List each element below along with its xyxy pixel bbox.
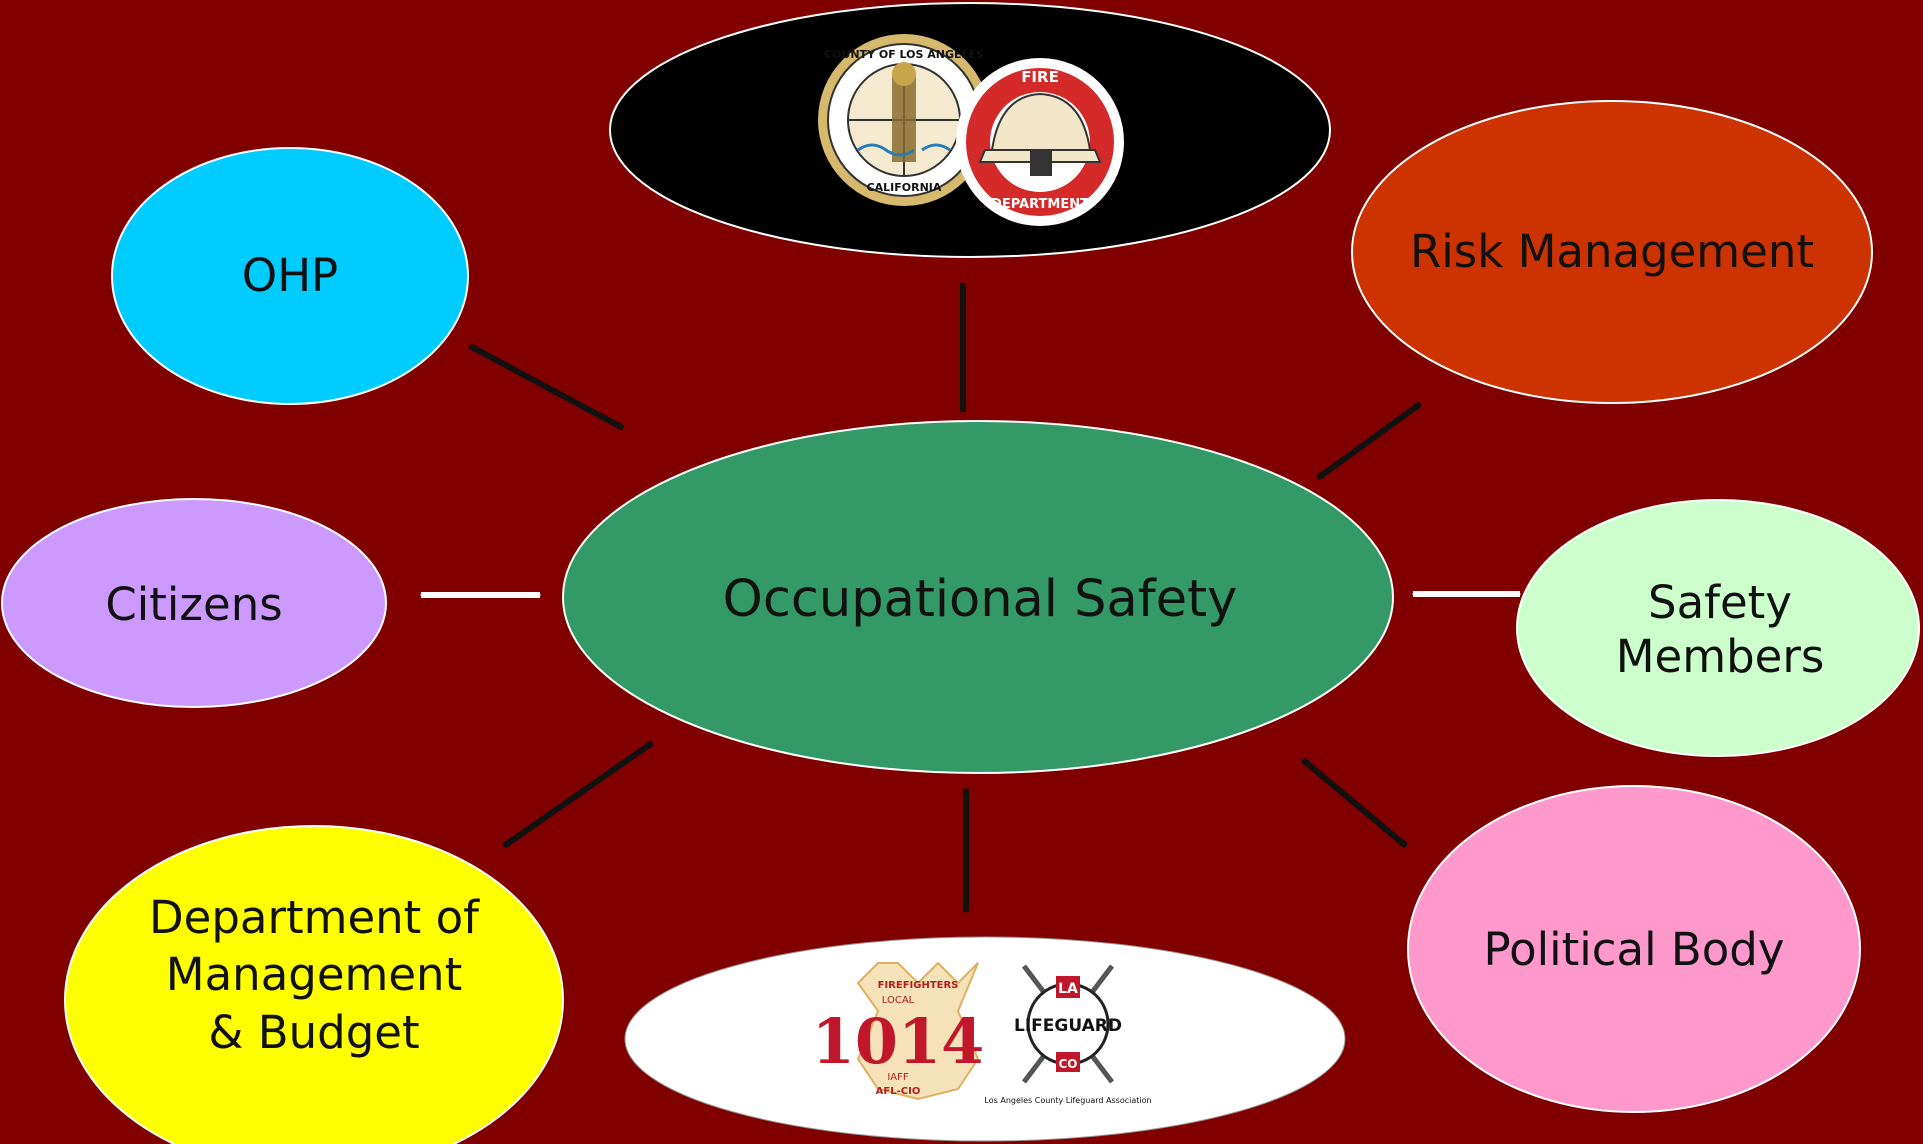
arrow-risk — [1316, 401, 1422, 481]
lifeguard-assoc-text: Los Angeles County Lifeguard Association — [984, 1096, 1151, 1105]
lifeguard-co-text: CO — [1058, 1057, 1077, 1071]
ohp-label: OHP — [241, 249, 339, 303]
arrow-budget — [502, 740, 654, 849]
fire-logo-bottom-text: DEPARTMENT — [991, 197, 1089, 212]
arrow-ohp — [470, 343, 623, 431]
lifeguard-word-text: LIFEGUARD — [1014, 1016, 1122, 1036]
node-department-of-management-budget — [64, 825, 564, 1144]
union-top-text: FIREFIGHTERS — [878, 980, 959, 991]
political-body-label: Political Body — [1483, 923, 1785, 977]
fire-department-icon: FIRE DEPARTMENT — [956, 58, 1124, 226]
node-political-body — [1407, 785, 1861, 1113]
node-risk-management — [1351, 100, 1873, 404]
union-number-text: 1014 — [812, 1005, 985, 1078]
budget-label: Department of Management & Budget — [149, 890, 479, 1059]
county-seal-text: COUNTY OF LOS ANGELES — [824, 48, 984, 61]
union-iaff-text: IAFF — [887, 1072, 909, 1083]
union-local-text: LOCAL — [882, 995, 915, 1006]
center-label: Occupational Safety — [722, 570, 1238, 630]
county-seal-state: CALIFORNIA — [867, 181, 942, 194]
risk-management-label: Risk Management — [1409, 225, 1814, 279]
union-afl-text: AFL-CIO — [876, 1086, 921, 1097]
bottom-logos-ellipse — [624, 936, 1346, 1142]
arrow-political — [1301, 757, 1408, 849]
lifeguard-la-text: LA — [1058, 981, 1078, 997]
safety-members-label: Safety Members — [1615, 576, 1825, 683]
fire-logo-top-text: FIRE — [1021, 68, 1059, 86]
node-ohp — [111, 147, 469, 405]
firefighters-local-1014-icon: FIREFIGHTERS LOCAL 1014 IAFF AFL-CIO — [812, 961, 985, 1101]
lifeguard-association-icon: LA LIFEGUARD CO Los Angeles County Lifeg… — [984, 964, 1152, 1105]
citizens-label: Citizens — [105, 578, 283, 632]
county-seal-icon: COUNTY OF LOS ANGELES CALIFORNIA — [818, 34, 990, 206]
node-safety-members — [1516, 499, 1920, 757]
connectors — [421, 283, 1520, 912]
center-node-occupational-safety — [562, 420, 1394, 774]
node-citizens — [1, 498, 387, 708]
